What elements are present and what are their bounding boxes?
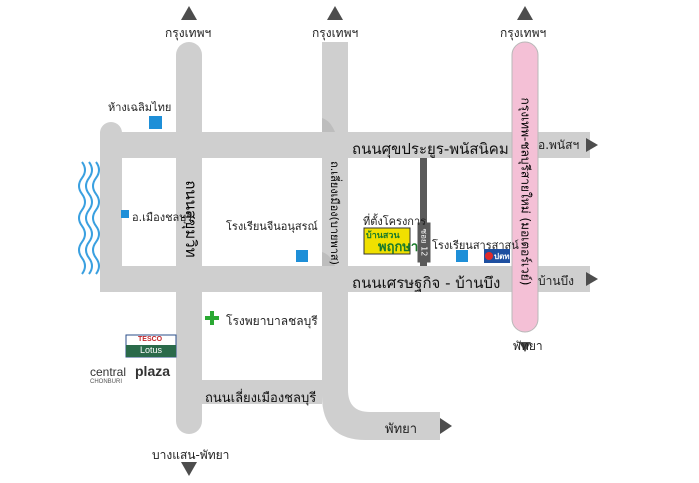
arrow-up-right bbox=[517, 6, 533, 20]
central-logo-text-b: plaza bbox=[135, 363, 171, 379]
arrow-right-upper bbox=[586, 138, 598, 152]
dest-bottom-left: บางแสน-พัทยา bbox=[152, 448, 230, 462]
place-chaloemthai: ห้างเฉลิมไทย bbox=[108, 101, 172, 114]
place-hospital: โรงพยาบาลชลบุรี bbox=[226, 314, 318, 328]
dest-bottom-right: พัทยา bbox=[513, 339, 543, 353]
road-label-lower: ถนนเศรษฐกิจ - บ้านบึง bbox=[352, 274, 501, 292]
hospital-cross-icon bbox=[205, 311, 219, 325]
marker-sarasas-school bbox=[456, 250, 468, 262]
water-icon bbox=[78, 161, 100, 275]
project-logo-box bbox=[363, 227, 411, 255]
dest-right-lower: บ้านบึง bbox=[538, 274, 575, 288]
arrow-right-bottom-curve bbox=[440, 418, 452, 434]
arrow-up-mid bbox=[327, 6, 343, 20]
road-bypass bbox=[322, 42, 440, 440]
arrow-down-motorway bbox=[519, 342, 531, 352]
arrow-right-lower bbox=[586, 272, 598, 286]
road-motorway bbox=[511, 41, 539, 333]
arrow-up-left bbox=[181, 6, 197, 20]
arrow-down-left bbox=[181, 462, 197, 476]
road-label-bottom-bypass: ถนนเลี่ยงเมืองชลบุรี bbox=[205, 391, 317, 406]
road-bottom-bypass bbox=[202, 380, 322, 404]
road-left-connector bbox=[100, 122, 122, 292]
road-label-bypass: ถ.เลี่ยงเมือง(บายพาส) bbox=[328, 161, 341, 265]
dest-top-left: กรุงเทพฯ bbox=[165, 26, 212, 40]
project-logo-line2: พฤกษา bbox=[378, 239, 419, 254]
road-soi-12 bbox=[420, 158, 427, 266]
marker-chaloemthai bbox=[149, 116, 162, 129]
central-logo-sub: CHONBURI bbox=[90, 379, 123, 385]
road-label-upper: ถนนศุขประยูร-พนัสนิคม bbox=[352, 140, 509, 158]
place-project-location: ที่ตั้งโครงการ bbox=[363, 215, 427, 228]
lotus-logo-text: Lotus bbox=[140, 345, 163, 355]
dest-top-right: กรุงเทพฯ bbox=[500, 26, 547, 40]
dest-top-mid: กรุงเทพฯ bbox=[312, 26, 359, 40]
central-logo-text-a: central bbox=[90, 365, 127, 379]
place-sarasas-school: โรงเรียนสารสาสน์ bbox=[432, 239, 519, 252]
project-logo-line1: บ้านสวน bbox=[366, 230, 400, 240]
dest-right-upper: อ.พนัสฯ bbox=[538, 138, 580, 152]
ptt-flame-icon bbox=[485, 252, 493, 260]
tesco-logo-text: TESCO bbox=[138, 336, 163, 343]
road-upper-horizontal bbox=[100, 132, 590, 158]
place-chin-school: โรงเรียนจีนอนุสรณ์ bbox=[226, 220, 318, 233]
marker-chin-school bbox=[296, 250, 308, 262]
dest-bottom-curve: พัทยา bbox=[385, 422, 418, 437]
ptt-logo-text: ปตท. bbox=[494, 252, 512, 261]
road-lower-horizontal bbox=[100, 266, 590, 292]
place-district-office: อ.เมืองชลบุรี bbox=[132, 211, 193, 224]
marker-district-office bbox=[121, 210, 129, 218]
